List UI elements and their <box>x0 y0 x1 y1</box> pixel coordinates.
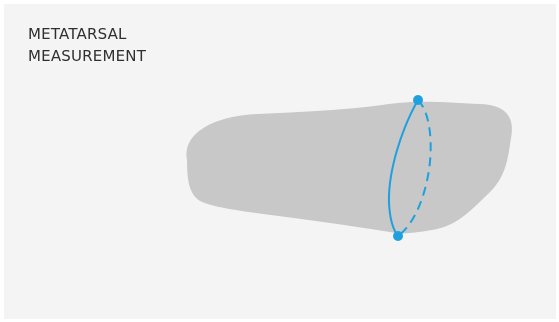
title-line-2: MEASUREMENT <box>28 47 147 65</box>
diagram-title: METATARSAL MEASUREMENT <box>28 23 146 67</box>
foot-silhouette-icon <box>186 101 512 234</box>
measurement-back-arc <box>397 99 432 237</box>
measurement-front-arc <box>387 99 419 237</box>
bottom-measurement-point-icon <box>393 231 403 241</box>
title-line-1: METATARSAL <box>28 25 127 43</box>
top-measurement-point-icon <box>413 95 423 105</box>
